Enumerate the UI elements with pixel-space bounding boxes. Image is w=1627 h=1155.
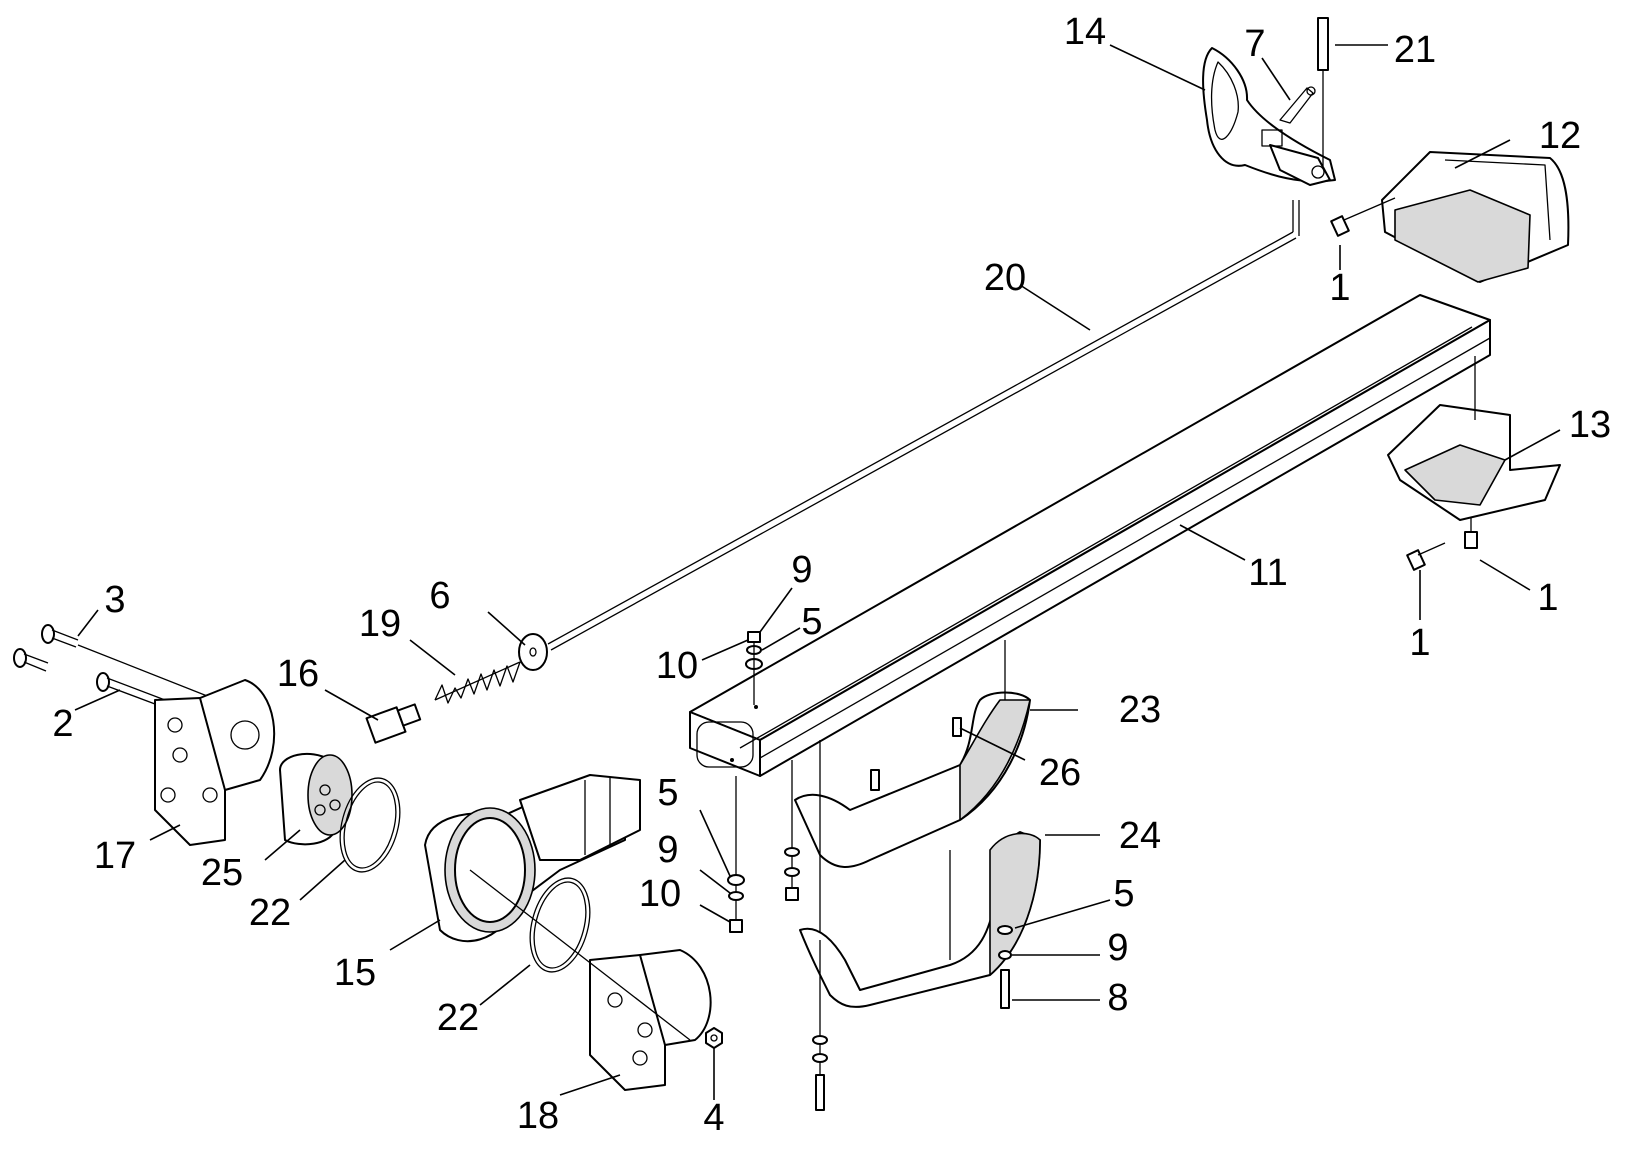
- callout-15: 15: [334, 952, 376, 994]
- callout-22-upper: 22: [249, 892, 291, 934]
- part-4-nut: [705, 1027, 723, 1049]
- hardware-stack-mid: [784, 760, 800, 901]
- callout-1-left: 1: [1409, 622, 1430, 664]
- callout-25: 25: [201, 852, 243, 894]
- callout-4: 4: [703, 1097, 724, 1139]
- callout-20: 20: [984, 257, 1026, 299]
- callout-11: 11: [1248, 552, 1287, 594]
- callout-8: 8: [1107, 977, 1128, 1019]
- part-1-screw-right: [1464, 510, 1478, 549]
- callout-3: 3: [104, 579, 125, 621]
- part-15-motor-housing: [424, 774, 641, 943]
- part-3-bolt-upper: [41, 624, 79, 648]
- callout-2: 2: [52, 703, 73, 745]
- callout-5-lower: 5: [657, 772, 678, 814]
- part-23-upper-handle: [794, 640, 1031, 940]
- callout-19: 19: [359, 603, 401, 645]
- part-1-screw-top: [1330, 197, 1396, 237]
- callout-6: 6: [429, 575, 450, 617]
- part-6-washer: [518, 633, 548, 671]
- hardware-stack-lower-left: [727, 776, 745, 933]
- part-19-spring: [434, 661, 521, 704]
- part-14-lever: [1202, 47, 1336, 186]
- callout-1-right: 1: [1537, 577, 1558, 619]
- part-2-long-bolt: [77, 644, 231, 708]
- callout-5-upper: 5: [801, 601, 822, 643]
- callout-9-upper: 9: [791, 549, 812, 591]
- part-11-main-rail: [689, 294, 1491, 777]
- callout-26: 26: [1039, 752, 1081, 794]
- part-18-right-bracket: [469, 869, 712, 1091]
- callout-labels: 14 7 21 12 1 20 13 1 1 11 9 5 10 3 6 19 …: [52, 11, 1611, 1139]
- part-7-clip: [1279, 86, 1316, 124]
- callout-13: 13: [1569, 404, 1611, 446]
- part-20-rod: [547, 200, 1300, 651]
- part-3-bolt-lower: [13, 648, 49, 672]
- callout-21: 21: [1394, 29, 1436, 71]
- callout-14: 14: [1064, 11, 1106, 53]
- callout-24: 24: [1119, 815, 1161, 857]
- callout-10-upper: 10: [656, 645, 698, 687]
- part-22-oring-upper: [339, 777, 401, 873]
- callout-22-lower: 22: [437, 997, 479, 1039]
- hardware-stack-upper: [745, 631, 763, 705]
- callout-17: 17: [94, 835, 136, 877]
- callout-18: 18: [517, 1095, 559, 1137]
- callout-7: 7: [1244, 23, 1265, 65]
- leader-lines: [74, 44, 1561, 1100]
- callout-9-lower: 9: [657, 829, 678, 871]
- callout-1-top: 1: [1329, 267, 1350, 309]
- callout-12: 12: [1539, 115, 1581, 157]
- callout-16: 16: [277, 653, 319, 695]
- part-12-end-cap: [1381, 151, 1570, 283]
- part-1-screw-left: [1406, 542, 1446, 571]
- part-25-gear-hub: [279, 752, 353, 846]
- part-13-bracket: [1387, 356, 1561, 521]
- callout-9-right: 9: [1107, 927, 1128, 969]
- hardware-stack-bottom: [812, 940, 828, 1111]
- part-17-left-bracket: [154, 679, 276, 846]
- part-16-plug: [365, 703, 422, 744]
- part-22-oring-lower: [529, 877, 591, 973]
- callout-5-right: 5: [1113, 873, 1134, 915]
- callout-10-lower: 10: [639, 873, 681, 915]
- part-26-screw: [870, 717, 962, 791]
- callout-23: 23: [1119, 689, 1161, 731]
- part-21-pin: [1317, 17, 1329, 166]
- hardware-stack-right: [997, 925, 1013, 1009]
